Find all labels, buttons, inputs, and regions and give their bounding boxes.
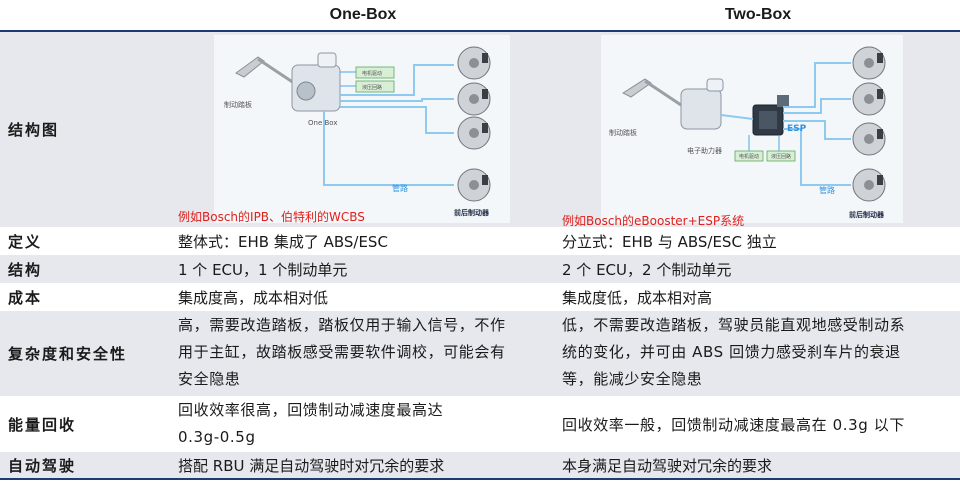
two-box-definition: 分立式：EHB 与 ABS/ESC 独立 [562, 232, 777, 251]
one-box-complexity-line: 用于主缸，故踏板感受需要软件调校，可能会有 [178, 343, 506, 361]
two-box-brake-label: 前后制动器 [849, 210, 885, 219]
one-box-energy: 回收效率很高，回馈制动减速度最高达 0.3g-0.5g [168, 396, 552, 452]
two-box-complexity: 低，不需要改造踏板，驾驶员能直观地感受制动系 统的变化，并可由 ABS 回馈力感… [552, 311, 960, 396]
table-header: One-Box Two-Box [0, 0, 960, 32]
one-box-brake-label: 前后制动器 [454, 208, 490, 217]
two-box-structure: 2 个 ECU，2 个制动单元 [562, 260, 732, 279]
one-box-complexity-line: 高，需要改造踏板，踏板仅用于输入信号，不作 [178, 316, 506, 334]
table-row-cost: 成本 集成度高，成本相对低 集成度低，成本相对高 [0, 283, 960, 311]
one-box-diagram: 制动踏板 One Box 电机驱动 液压回路 管路 前后制动器 [214, 35, 510, 223]
table-row-autonomy: 自动驾驶 搭配 RBU 满足自动驾驶时对冗余的要求 本身满足自动驾驶对冗余的要求 [0, 452, 960, 478]
one-box-energy-line: 回收效率很高，回馈制动减速度最高达 [178, 401, 444, 419]
table-bottom-rule [0, 478, 960, 480]
one-box-note: 例如Bosch的IPB、伯特利的WCBS [178, 210, 365, 224]
two-box-esp-label: ESP [787, 124, 807, 134]
header-two-box: Two-Box [724, 6, 792, 23]
header-one-box: One-Box [329, 6, 397, 23]
one-box-definition: 整体式：EHB 集成了 ABS/ESC [178, 232, 388, 251]
row-label-definition: 定义 [8, 232, 43, 251]
one-box-pedal-label: 制动踏板 [224, 100, 252, 109]
two-box-autonomy: 本身满足自动驾驶对冗余的要求 [562, 456, 773, 475]
one-box-pipe-label: 管路 [392, 183, 408, 193]
one-box-box-b: 液压回路 [362, 84, 382, 91]
row-label-complexity: 复杂度和安全性 [8, 345, 128, 363]
row-label-structure: 结构 [8, 260, 43, 279]
one-box-cost: 集成度高，成本相对低 [178, 288, 329, 307]
two-box-complexity-line: 等，能减少安全隐患 [562, 370, 703, 388]
two-box-complexity-line: 低，不需要改造踏板，驾驶员能直观地感受制动系 [562, 316, 906, 334]
row-label-energy: 能量回收 [8, 415, 77, 434]
one-box-autonomy: 搭配 RBU 满足自动驾驶时对冗余的要求 [178, 456, 445, 475]
two-box-box-a: 电机驱动 [739, 153, 759, 160]
row-label-cost: 成本 [8, 288, 43, 307]
one-box-energy-line: 0.3g-0.5g [178, 428, 256, 446]
table-row-complexity: 复杂度和安全性 高，需要改造踏板，踏板仅用于输入信号，不作 用于主缸，故踏板感受… [0, 311, 960, 396]
two-box-cost: 集成度低，成本相对高 [562, 288, 713, 307]
row-label-structure-diagram: 结构图 [8, 121, 60, 139]
one-box-unit-label: One Box [308, 119, 338, 127]
two-box-pedal-label: 制动踏板 [609, 128, 637, 137]
one-box-complexity-line: 安全隐患 [178, 370, 241, 388]
one-box-box-a: 电机驱动 [362, 70, 382, 77]
two-box-note: 例如Bosch的eBooster+ESP系统 [562, 214, 745, 228]
two-box-pipe-label: 管路 [819, 185, 835, 195]
one-box-complexity: 高，需要改造踏板，踏板仅用于输入信号，不作 用于主缸，故踏板感受需要软件调校，可… [168, 311, 552, 396]
table-row-definition: 定义 整体式：EHB 集成了 ABS/ESC 分立式：EHB 与 ABS/ESC… [0, 227, 960, 255]
table-row-structure: 结构 1 个 ECU，1 个制动单元 2 个 ECU，2 个制动单元 [0, 255, 960, 283]
two-box-box-b: 液压回路 [771, 153, 791, 160]
two-box-complexity-line: 统的变化，并可由 ABS 回馈力感受刹车片的衰退 [562, 343, 901, 361]
two-box-energy: 回收效率一般，回馈制动减速度最高在 0.3g 以下 [562, 415, 905, 434]
table-row-energy: 能量回收 回收效率很高，回馈制动减速度最高达 0.3g-0.5g 回收效率一般，… [0, 396, 960, 452]
row-label-autonomy: 自动驾驶 [8, 456, 77, 475]
one-box-structure: 1 个 ECU，1 个制动单元 [178, 260, 348, 279]
two-box-diagram: 制动踏板 电子助力器 ESP 电机驱动 液压回路 管路 前后制动器 [601, 35, 903, 223]
header-blank [0, 0, 168, 30]
two-box-unit-label: 电子助力器 [687, 146, 722, 155]
